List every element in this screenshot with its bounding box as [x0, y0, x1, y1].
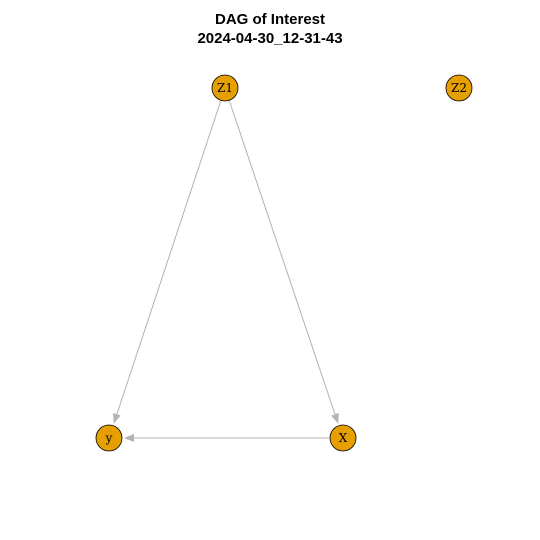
- node-label: Z2: [451, 81, 467, 95]
- arrowhead: [331, 413, 339, 424]
- diagram-subtitle: 2024-04-30_12-31-43: [197, 30, 343, 47]
- edges-layer: [113, 101, 339, 442]
- node-label: Z1: [217, 81, 233, 95]
- node-circle: [329, 424, 357, 452]
- edge-line: [228, 101, 337, 417]
- edge-line: [115, 101, 222, 417]
- node-circle: [445, 74, 473, 102]
- node-circle: [95, 424, 123, 452]
- edge-Z1-y: [113, 101, 222, 424]
- diagram-title: DAG of Interest: [214, 11, 325, 28]
- arrowhead: [124, 434, 134, 442]
- node-Z2: Z2: [445, 74, 473, 102]
- nodes-layer: Z1 Z2 y X: [95, 74, 473, 452]
- node-circle: [211, 74, 239, 102]
- edge-Z1-X: [228, 101, 339, 424]
- arrowhead: [113, 413, 121, 424]
- node-label: X: [339, 431, 348, 445]
- edge-X-y: [124, 434, 329, 442]
- node-X: X: [329, 424, 357, 452]
- node-Z1: Z1: [211, 74, 239, 102]
- node-label: y: [105, 431, 113, 445]
- node-y: y: [95, 424, 123, 452]
